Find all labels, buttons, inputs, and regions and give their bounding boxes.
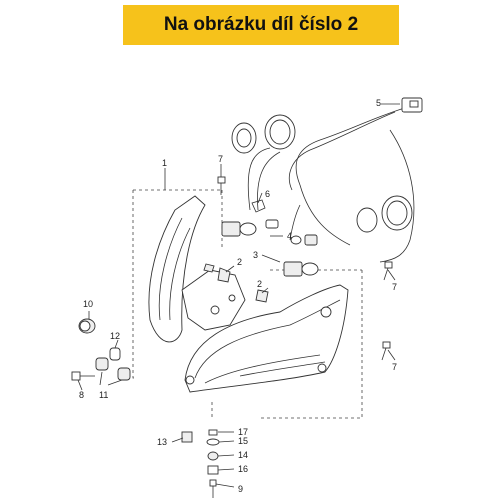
callout-3: 3	[253, 250, 258, 260]
callout-7-right-upper: 7	[392, 282, 397, 292]
callout-8: 8	[79, 390, 84, 400]
callout-5: 5	[376, 98, 381, 108]
callout-11: 11	[99, 390, 108, 400]
screw-7-right-upper	[383, 261, 393, 281]
callout-13: 13	[157, 437, 167, 447]
connector-ring-top	[231, 114, 296, 154]
callout-2-left: 2	[237, 257, 242, 267]
adjuster-stack	[206, 429, 220, 498]
callout-1: 1	[162, 158, 167, 168]
callout-17: 17	[238, 427, 248, 437]
callout-6: 6	[265, 189, 270, 199]
headlight-lens	[184, 284, 349, 393]
nut-13	[181, 431, 193, 443]
screw-7-right-lower	[381, 341, 391, 361]
callout-10: 10	[83, 299, 93, 309]
screw-7-top	[217, 176, 226, 195]
callout-2-right: 2	[257, 279, 262, 289]
connector-ring-right	[356, 195, 413, 233]
callout-14: 14	[238, 450, 248, 460]
grommet-10	[78, 318, 96, 334]
callout-12: 12	[110, 331, 120, 341]
assembly-boundary	[132, 189, 363, 419]
part-number-banner: Na obrázku díl číslo 2	[123, 5, 399, 45]
collar-12	[109, 347, 121, 361]
callout-9: 9	[238, 484, 243, 494]
wiring-harness	[247, 97, 423, 263]
callout-15: 15	[238, 436, 248, 446]
housing-left	[148, 195, 206, 343]
callout-7-right-lower: 7	[392, 362, 397, 372]
damper-11	[95, 357, 131, 381]
stay-bracket	[181, 263, 269, 331]
bolt-8	[71, 371, 95, 381]
banner-text: Na obrázku díl číslo 2	[163, 14, 359, 35]
callout-7-top: 7	[218, 154, 223, 164]
callout-4: 4	[287, 231, 292, 241]
leader-lines	[77, 103, 400, 488]
callout-16: 16	[238, 464, 248, 474]
